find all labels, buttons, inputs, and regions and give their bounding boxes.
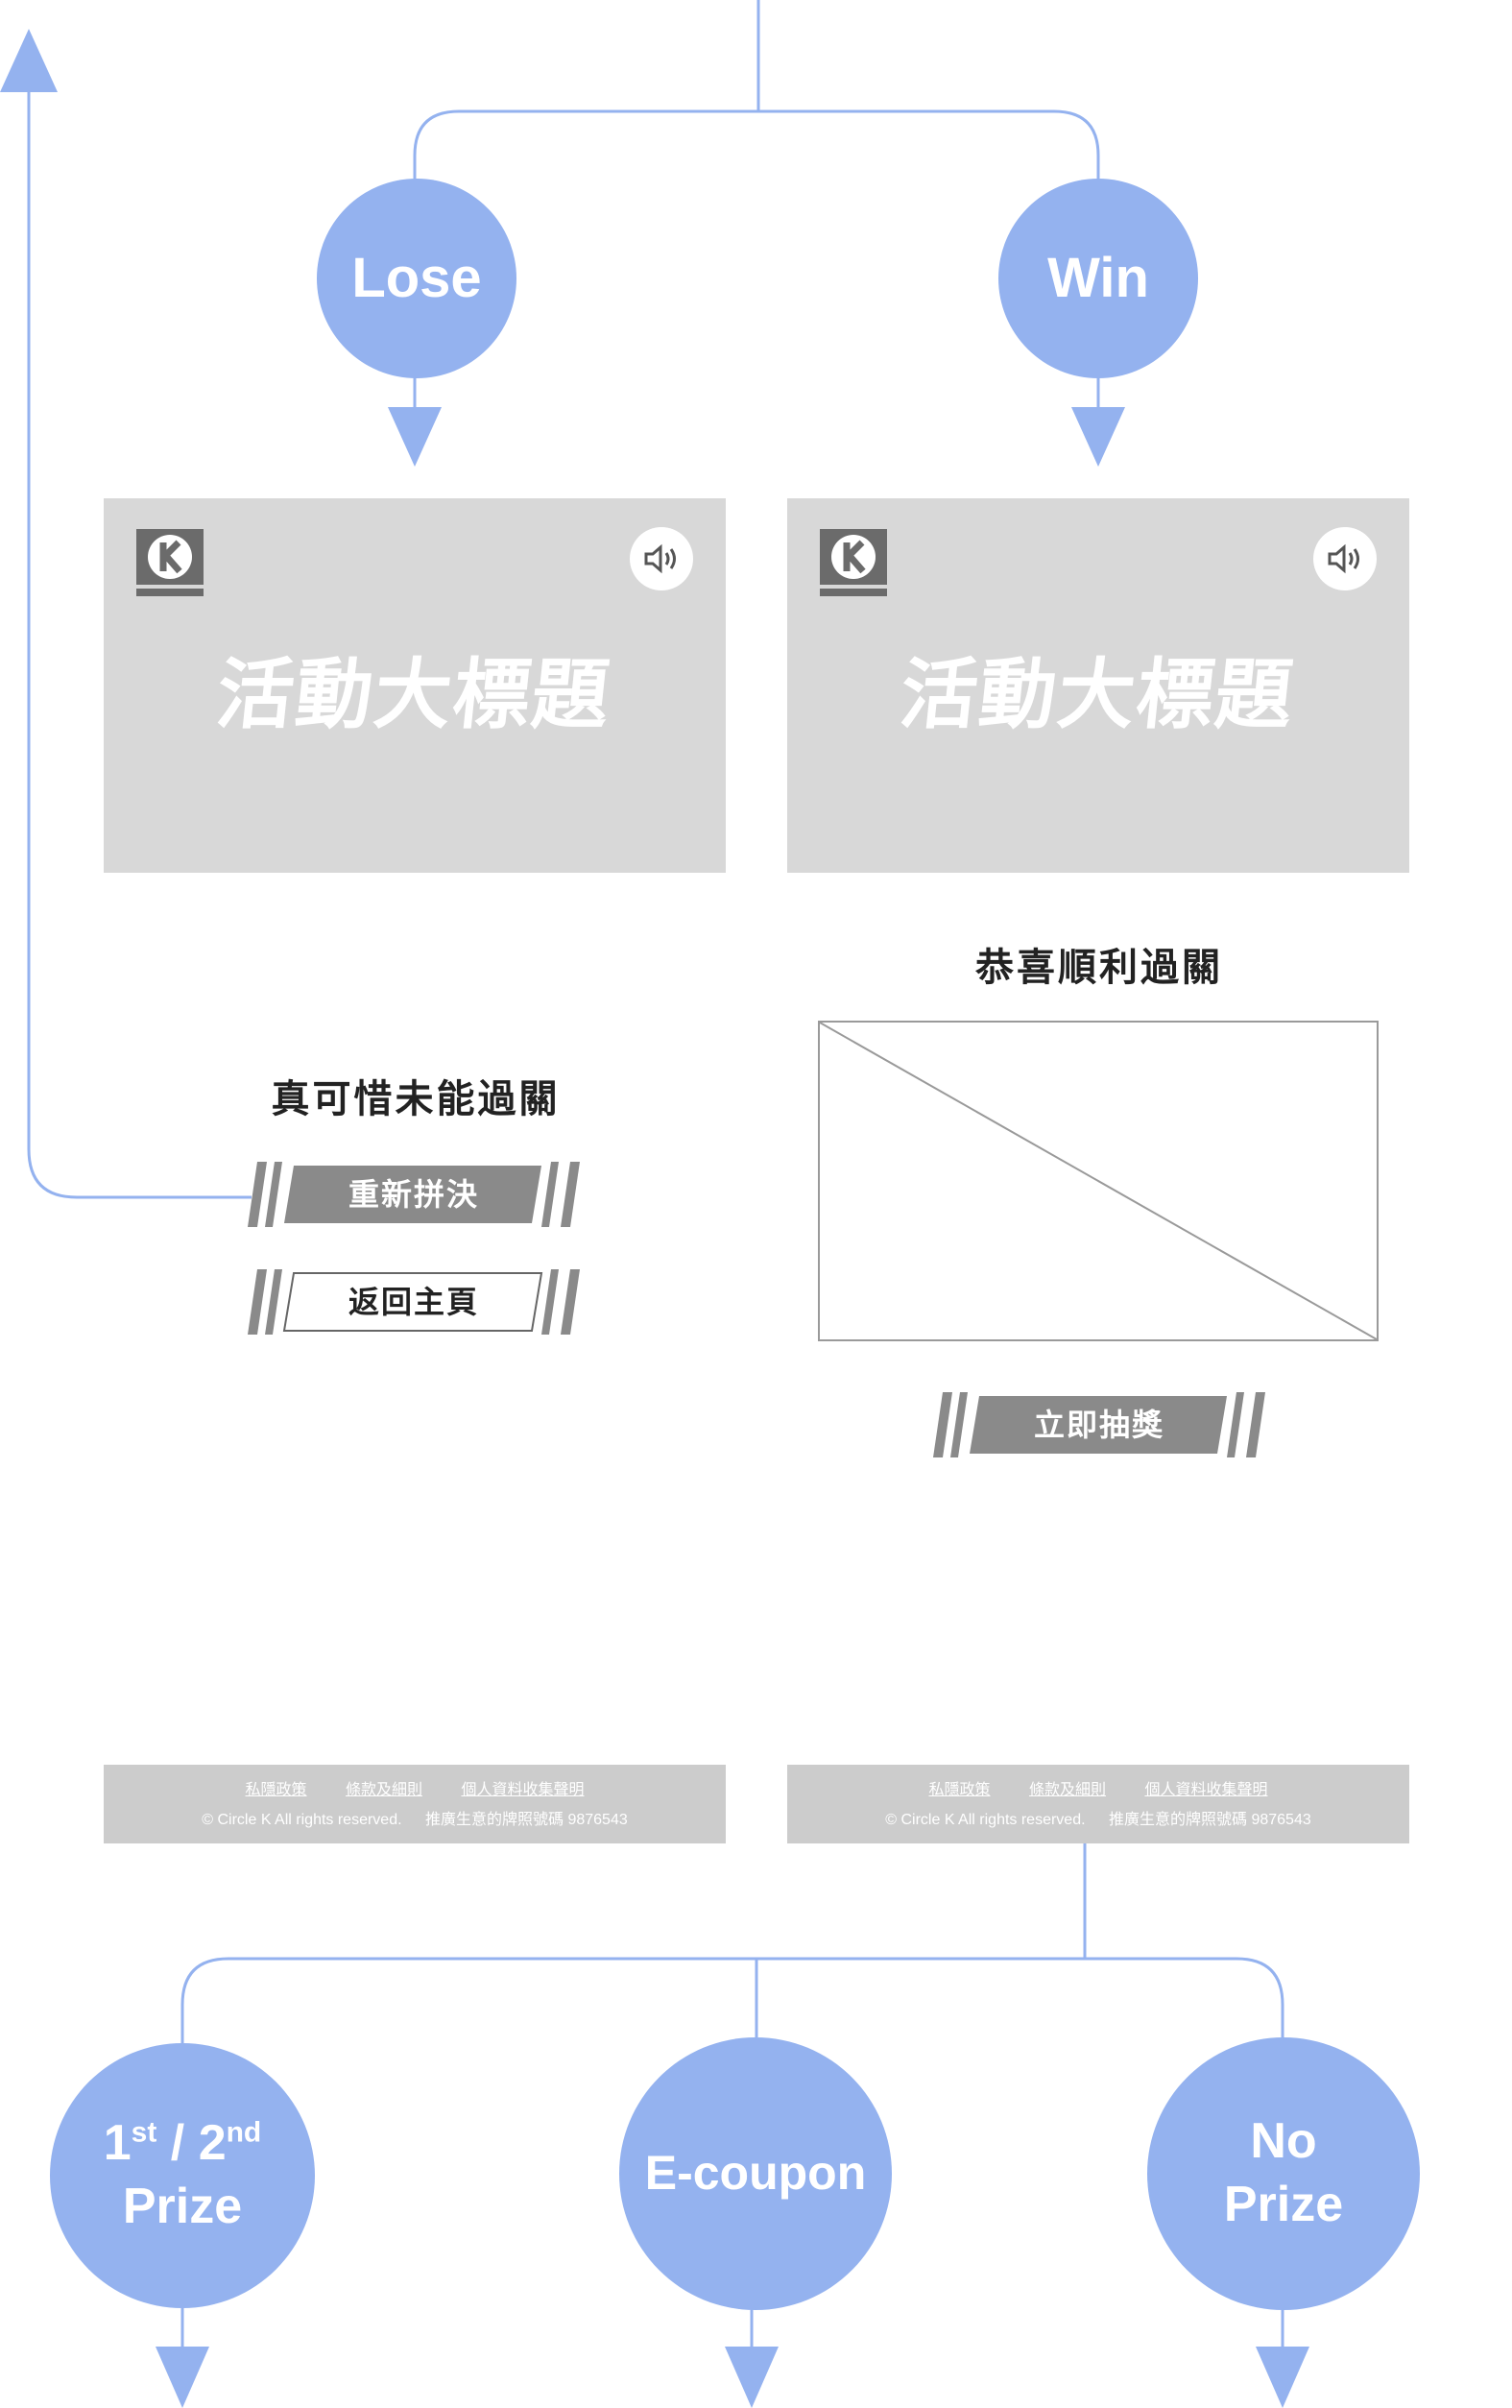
circle-k-logo (820, 529, 887, 596)
win-footer: 私隱政策 條款及細則 個人資料收集聲明 © Circle K All right… (787, 1765, 1409, 1843)
prize-rank-label: 1st / 2nd (104, 2115, 262, 2173)
connector-branch-lose (413, 109, 758, 182)
arrow-head-prize-first (156, 2347, 209, 2408)
campaign-title: 活動大標題 (896, 650, 1300, 739)
no-prize-node: No Prize (1147, 2037, 1420, 2310)
retry-button-label: 重新拼決 (348, 1176, 479, 1213)
home-button-label: 返回主頁 (348, 1284, 479, 1320)
data-collection-link[interactable]: 個人資料收集聲明 (461, 1782, 585, 1798)
terms-link[interactable]: 條款及細則 (345, 1782, 422, 1798)
privacy-link[interactable]: 私隱政策 (928, 1782, 991, 1798)
connector-prize-first (180, 1957, 229, 2043)
lose-footer: 私隱政策 條款及細則 個人資料收集聲明 © Circle K All right… (104, 1765, 726, 1843)
win-message: 恭喜順利過關 (975, 946, 1223, 990)
sound-toggle-button[interactable] (630, 527, 693, 590)
lose-screen-header: 活動大標題 (104, 498, 726, 873)
placeholder-cross (819, 1022, 1378, 1340)
connector-branch-win (758, 109, 1100, 182)
data-collection-link[interactable]: 個人資料收集聲明 (1144, 1782, 1268, 1798)
prize-first-suffix: st (131, 2116, 157, 2149)
license-text: 推廣生意的牌照號碼 9876543 (1109, 1812, 1311, 1828)
speaker-icon (644, 543, 676, 574)
ecoupon-node: E-coupon (619, 2037, 892, 2310)
retry-button[interactable]: 重新拼決 (248, 1162, 580, 1227)
campaign-title: 活動大標題 (212, 650, 616, 739)
arrow-head-loop-up (0, 29, 58, 92)
arrow-head-ecoupon (725, 2347, 779, 2408)
copyright-text: © Circle K All rights reserved. (885, 1812, 1086, 1828)
privacy-link[interactable]: 私隱政策 (245, 1782, 307, 1798)
copyright-text: © Circle K All rights reserved. (202, 1812, 402, 1828)
circle-k-logo (136, 529, 204, 596)
win-node-label: Win (1047, 246, 1149, 309)
win-screen-header: 活動大標題 (787, 498, 1409, 873)
arrow-head-lose (388, 407, 442, 467)
no-prize-line1: No (1250, 2113, 1317, 2170)
footer-links: 私隱政策 條款及細則 個人資料收集聲明 (787, 1776, 1409, 1799)
home-button-frame (248, 1269, 580, 1335)
sound-toggle-button[interactable] (1313, 527, 1377, 590)
draw-prize-button[interactable]: 立即抽獎 (933, 1392, 1265, 1457)
prize-second-number: 2 (198, 2115, 227, 2172)
connector-retry-loop (27, 83, 252, 1199)
arrow-head-noprize (1256, 2347, 1309, 2408)
lose-node: Lose (317, 179, 516, 378)
connector-prize-bus (228, 1957, 1284, 2037)
prize-first-number: 1 (103, 2115, 132, 2172)
draw-button-frame (933, 1392, 1265, 1457)
home-button[interactable]: 返回主頁 (248, 1269, 580, 1335)
lose-node-label: Lose (351, 246, 482, 309)
prize-word-label: Prize (122, 2179, 243, 2234)
terms-link[interactable]: 條款及細則 (1028, 1782, 1106, 1798)
prize-second-suffix: nd (226, 2116, 262, 2149)
prize-image-placeholder (818, 1021, 1379, 1341)
footer-copyright: © Circle K All rights reserved. 推廣生意的牌照號… (104, 1806, 726, 1829)
speaker-icon (1328, 543, 1359, 574)
draw-button-label: 立即抽獎 (1033, 1407, 1164, 1443)
footer-copyright: © Circle K All rights reserved. 推廣生意的牌照號… (787, 1806, 1409, 1829)
license-text: 推廣生意的牌照號碼 9876543 (425, 1812, 628, 1828)
retry-button-frame (248, 1162, 580, 1227)
prize-slash: / (156, 2115, 199, 2172)
arrow-head-win (1071, 407, 1125, 467)
ecoupon-label: E-coupon (644, 2146, 867, 2201)
no-prize-line2: Prize (1223, 2177, 1344, 2232)
lose-message: 真可惜未能過關 (271, 1077, 561, 1121)
first-second-prize-node: 1st / 2nd Prize (50, 2043, 315, 2308)
footer-links: 私隱政策 條款及細則 個人資料收集聲明 (104, 1776, 726, 1799)
win-node: Win (998, 179, 1198, 378)
